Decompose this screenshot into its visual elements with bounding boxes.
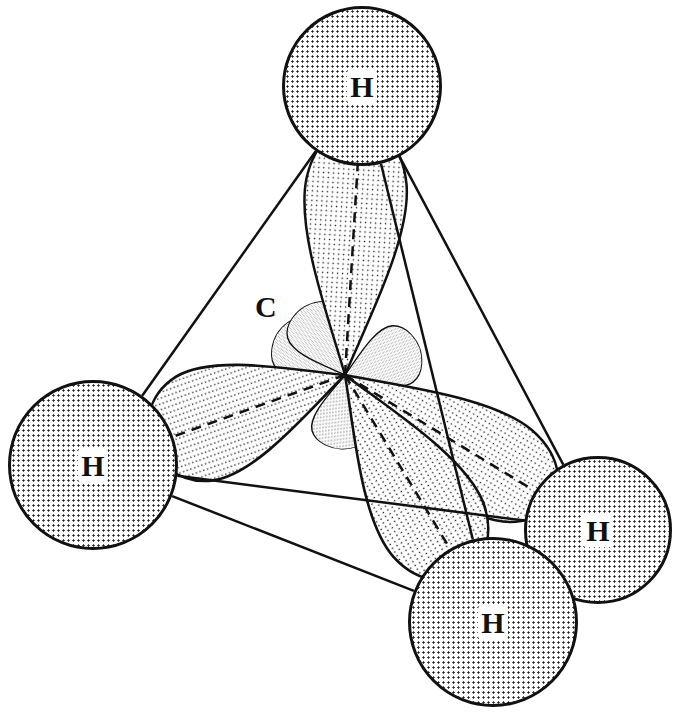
tetrahedron-edge [381,164,473,540]
hydrogen-sphere: H [408,537,578,707]
hydrogen-sphere: H [8,380,178,550]
hydrogen-sphere: H [282,6,442,166]
atom-symbol: H [347,70,376,103]
tetrahedron-edge [142,151,315,395]
bond-axes [172,160,530,547]
tetrahedron-edge [172,496,414,591]
tetrahedron-edge [177,476,524,521]
atom-symbol: H [478,606,507,639]
orbital-lobes [131,121,579,603]
atom-label: C [252,290,280,323]
atom-symbol: H [583,514,612,547]
tetrahedron-edge [400,157,564,465]
atom-symbol: H [78,449,107,482]
